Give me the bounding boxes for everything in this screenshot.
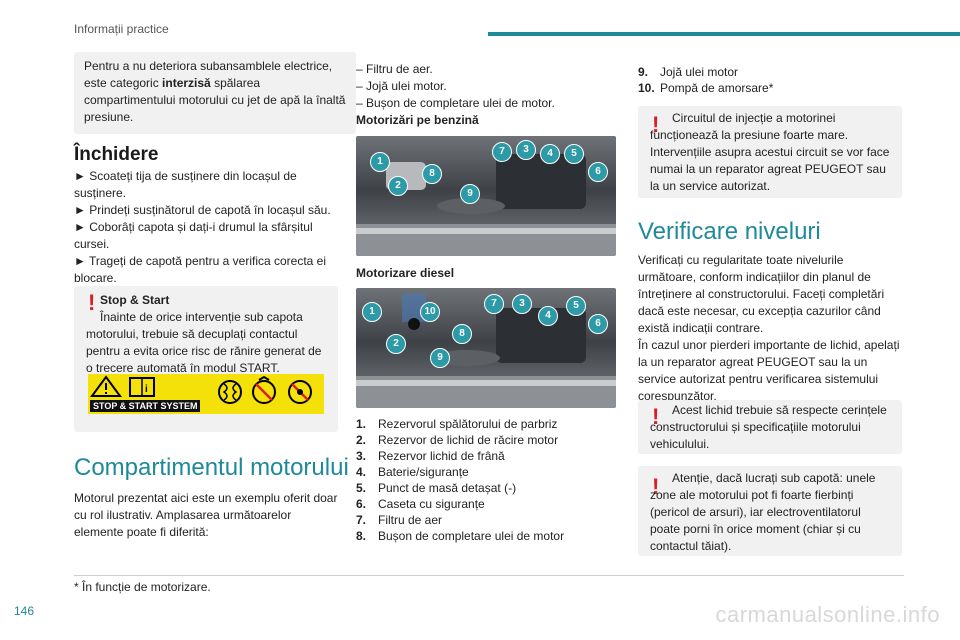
diesel-engine-image: 1 2 10 8 9 7 3 4 5 6: [356, 288, 616, 408]
notice-bold: interzisă: [162, 76, 211, 90]
petrol-title: Motorizări pe benzină: [356, 113, 479, 127]
closing-step: ► Trageți de capotă pentru a verifica co…: [74, 254, 327, 285]
list-item: 10.Pompă de amorsare*: [638, 81, 774, 95]
components-list: 1.Rezervorul spălătorului de parbriz 2.R…: [356, 416, 606, 544]
list-item: 9.Jojă ulei motor: [638, 65, 739, 79]
stop-start-label-graphic: i: [90, 375, 312, 412]
badge-7: 7: [484, 294, 504, 314]
injection-warning-box: ! Circuitul de injecție a motorinei func…: [638, 106, 902, 198]
components-list-continued: 9.Jojă ulei motor 10.Pompă de amorsare*: [638, 64, 888, 96]
watermark: carmanualsonline.info: [715, 602, 940, 627]
badge-5: 5: [564, 144, 584, 164]
badge-1: 1: [362, 302, 382, 322]
badge-1: 1: [370, 152, 390, 172]
warning-triangle-icon: [90, 375, 122, 397]
list-item: 7.Filtru de aer: [356, 513, 443, 527]
badge-5: 5: [566, 296, 586, 316]
running-header: Informații practice: [74, 22, 169, 36]
closing-step: ► Scoateți tija de susținere din locașul…: [74, 169, 297, 200]
badge-2: 2: [388, 176, 408, 196]
stop-start-text: Înainte de orice intervenție sub capota …: [86, 310, 322, 375]
badge-3: 3: [516, 140, 536, 160]
no-hand-icon: [252, 375, 276, 404]
badge-8: 8: [452, 324, 472, 344]
no-touch-fan-icon: [288, 380, 312, 404]
spring-icon: [218, 380, 242, 404]
engine-compartment-title: Compartimentul motorului: [74, 454, 349, 481]
engine-compartment-text: Motorul prezentat aici este un exemplu o…: [74, 491, 338, 539]
closing-step: ► Coborâți capota și dați-i drumul la sf…: [74, 220, 313, 251]
footer-divider: [74, 575, 904, 576]
list-item: 2.Rezervor de lichid de răcire motor: [356, 433, 559, 447]
manual-book-icon: i: [129, 377, 155, 397]
svg-text:i: i: [145, 384, 148, 395]
diesel-title: Motorizare diesel: [356, 266, 455, 280]
badge-9: 9: [460, 184, 480, 204]
badge-2: 2: [386, 334, 406, 354]
list-item: 4.Baterie/siguranțe: [356, 465, 469, 479]
stop-start-title: Stop & Start: [100, 293, 170, 307]
list-item: 5.Punct de masă detașat (-): [356, 481, 517, 495]
liquid-warning-text: Acest lichid trebuie să respecte cerințe…: [650, 403, 887, 451]
liquid-warning-box: ! Acest lichid trebuie să respecte cerin…: [638, 400, 902, 454]
list-item: 1.Rezervorul spălătorului de parbriz: [356, 417, 558, 431]
dash-list: – Filtru de aer. – Jojă ulei motor. – Bu…: [356, 61, 596, 112]
badge-4: 4: [538, 306, 558, 326]
badge-7: 7: [492, 142, 512, 162]
badge-10: 10: [420, 302, 440, 322]
list-item: 6.Caseta cu siguranțe: [356, 497, 485, 511]
list-item: 3.Rezervor lichid de frână: [356, 449, 505, 463]
injection-warning-text: Circuitul de injecție a motorinei funcți…: [650, 111, 890, 193]
page-number: 146: [14, 604, 35, 618]
stop-start-label-text: STOP & START SYSTEM: [93, 401, 198, 411]
stop-start-label: i STOP & START SYSTEM: [88, 374, 324, 414]
list-item: 8.Bușon de completare ulei de motor: [356, 529, 565, 543]
closing-steps: ► Scoateți tija de susținere din locașul…: [74, 168, 338, 287]
badge-6: 6: [588, 314, 608, 334]
dash-item: – Filtru de aer.: [356, 62, 433, 76]
levels-text: Verificați cu regularitate toate nivelur…: [638, 253, 900, 403]
footnote: * În funcție de motorizare.: [74, 580, 211, 594]
exclamation-icon: !: [88, 290, 96, 315]
badge-8: 8: [422, 164, 442, 184]
hot-warning-box: ! Atenție, dacă lucrați sub capotă: unel…: [638, 466, 902, 556]
hot-warning-text: Atenție, dacă lucrați sub capotă: unele …: [650, 471, 876, 553]
closing-title: Închidere: [74, 144, 159, 165]
dash-item: – Bușon de completare ulei de motor.: [356, 96, 555, 110]
diesel-engine-drawing: [356, 294, 616, 408]
petrol-engine-image: 1 2 8 9 7 3 4 5 6: [356, 136, 616, 256]
badge-9: 9: [430, 348, 450, 368]
notice-box: Pentru a nu deteriora subansamblele elec…: [74, 52, 356, 134]
dash-item: – Jojă ulei motor.: [356, 79, 447, 93]
badge-4: 4: [540, 144, 560, 164]
closing-step: ► Prindeți susținătorul de capotă în loc…: [74, 203, 331, 217]
header-accent-bar: [488, 32, 960, 36]
levels-title: Verificare niveluri: [638, 218, 821, 245]
badge-6: 6: [588, 162, 608, 182]
exclamation-icon: !: [652, 112, 660, 137]
badge-3: 3: [512, 294, 532, 314]
exclamation-icon: !: [652, 474, 660, 499]
stop-start-box: ! Stop & Start Înainte de orice interven…: [74, 286, 338, 432]
exclamation-icon: !: [652, 404, 660, 429]
